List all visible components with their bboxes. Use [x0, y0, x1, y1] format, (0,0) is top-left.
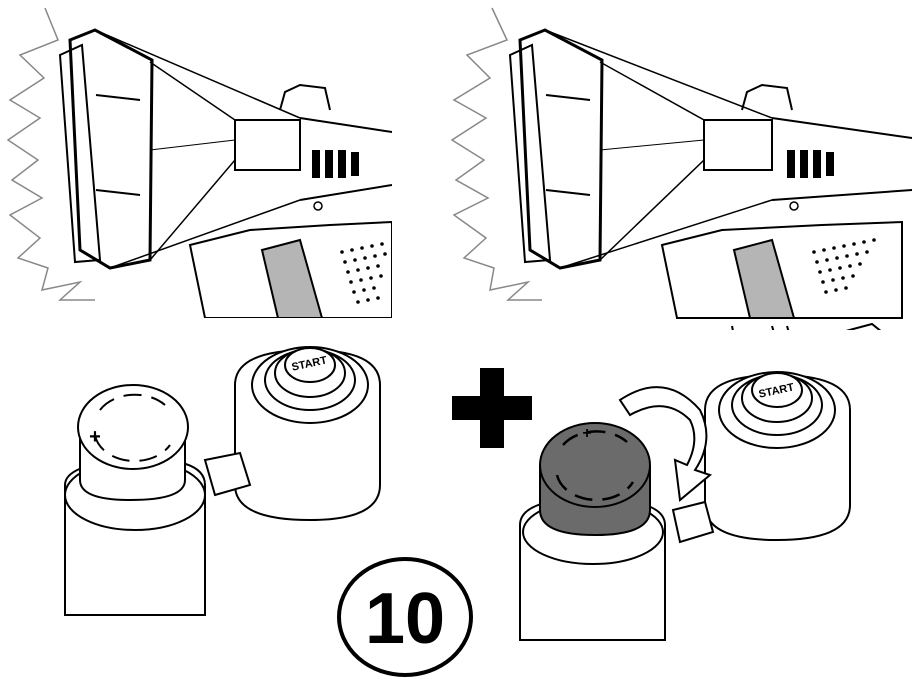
top-right-lamp-panel — [442, 0, 912, 330]
lamp-head-icon — [450, 7, 912, 330]
bottom-right-buttons-panel: START + — [515, 350, 865, 650]
lamp-head-icon — [6, 7, 392, 318]
step-number: 10 — [365, 579, 445, 659]
step-number-badge: 10 — [335, 555, 475, 680]
emergency-stop-button-icon: START + — [519, 371, 851, 641]
svg-text:+: + — [89, 426, 101, 448]
bottom-left-buttons-panel: START + — [55, 335, 395, 635]
svg-text:+: + — [582, 425, 591, 442]
rotate-arrow-icon — [618, 386, 713, 502]
emergency-stop-button-icon: START + — [64, 346, 381, 616]
combine-plus-sign — [452, 368, 532, 448]
top-left-lamp-panel — [0, 0, 392, 318]
light-rays-icon — [6, 7, 95, 301]
light-rays-icon — [450, 7, 542, 301]
